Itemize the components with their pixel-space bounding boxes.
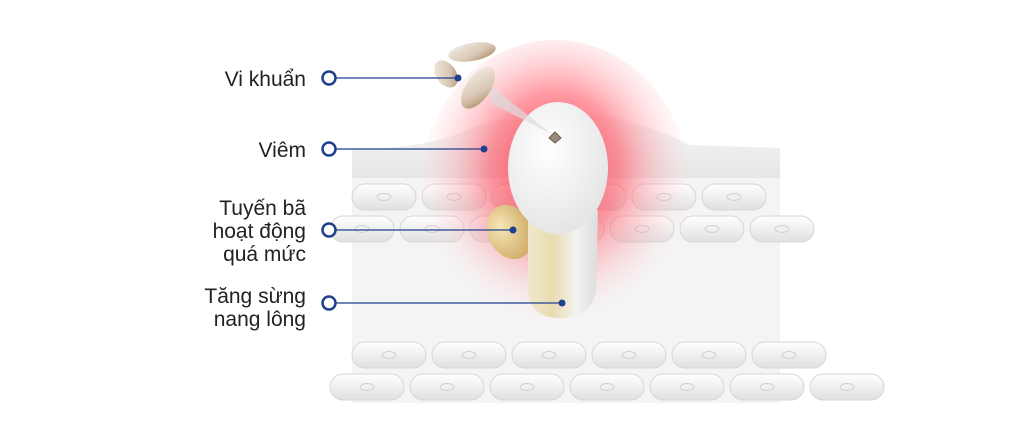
bacteria-icon [434, 42, 496, 109]
cell-nucleus [541, 351, 557, 359]
label-line: quá mức [223, 243, 306, 266]
skin-cell [749, 215, 815, 243]
marker-ring-icon [321, 295, 337, 311]
leader-lines [321, 70, 566, 311]
cell-nucleus [599, 383, 615, 391]
skin-cell [591, 341, 667, 369]
skin-cell [649, 373, 725, 401]
marker-dot-icon [454, 74, 462, 82]
label-sebaceous: Tuyến bã hoạt động quá mức [213, 197, 306, 266]
cell-nucleus [354, 225, 370, 233]
cell-nucleus [726, 193, 742, 201]
skin-cell [431, 341, 507, 369]
label-keratinization: Tăng sừng nang lông [204, 285, 306, 331]
cell-nucleus [781, 351, 797, 359]
pimple-head [508, 102, 608, 234]
marker-dot-icon [558, 299, 566, 307]
skin-cell [329, 215, 395, 243]
skin-cell [511, 341, 587, 369]
hair-follicle-icon [528, 205, 598, 318]
pore-icon [548, 131, 562, 144]
marker-ring-icon [321, 222, 337, 238]
cell-nucleus [704, 225, 720, 233]
cell-nucleus [359, 383, 375, 391]
label-line: Viêm [258, 139, 306, 162]
skin-cell-icon [329, 341, 885, 401]
skin-cell [351, 341, 427, 369]
skin-cell [809, 373, 885, 401]
label-line: Tăng sừng [204, 285, 306, 308]
skin-cell [701, 183, 767, 211]
label-line: Tuyến bã [219, 197, 306, 220]
skin-cell [569, 373, 645, 401]
label-line: Vi khuẩn [224, 68, 306, 91]
marker-ring-icon [321, 141, 337, 157]
skin-cell [679, 215, 745, 243]
sebaceous-gland-icon [486, 204, 534, 260]
cell-nucleus [621, 351, 637, 359]
cell-nucleus [759, 383, 775, 391]
skin-cell [409, 373, 485, 401]
cell-nucleus [439, 383, 455, 391]
marker-dot-icon [480, 145, 488, 153]
zoom-cone [488, 84, 552, 134]
cell-nucleus [461, 351, 477, 359]
skin-cell [489, 373, 565, 401]
skin-cell [351, 183, 417, 211]
cell-nucleus [519, 383, 535, 391]
marker-ring-icon [321, 70, 337, 86]
cell-nucleus [679, 383, 695, 391]
marker-dot-icon [509, 226, 517, 234]
cell-nucleus [774, 225, 790, 233]
label-inflammation: Viêm [259, 139, 306, 162]
label-bacteria: Vi khuẩn [225, 68, 306, 91]
label-line: nang lông [213, 308, 306, 331]
skin-cell [729, 373, 805, 401]
cell-nucleus [381, 351, 397, 359]
skin-cell [751, 341, 827, 369]
skin-cell [671, 341, 747, 369]
cell-nucleus [701, 351, 717, 359]
cell-nucleus [376, 193, 392, 201]
cell-nucleus [839, 383, 855, 391]
skin-cell [329, 373, 405, 401]
label-line: hoạt động [212, 220, 306, 243]
